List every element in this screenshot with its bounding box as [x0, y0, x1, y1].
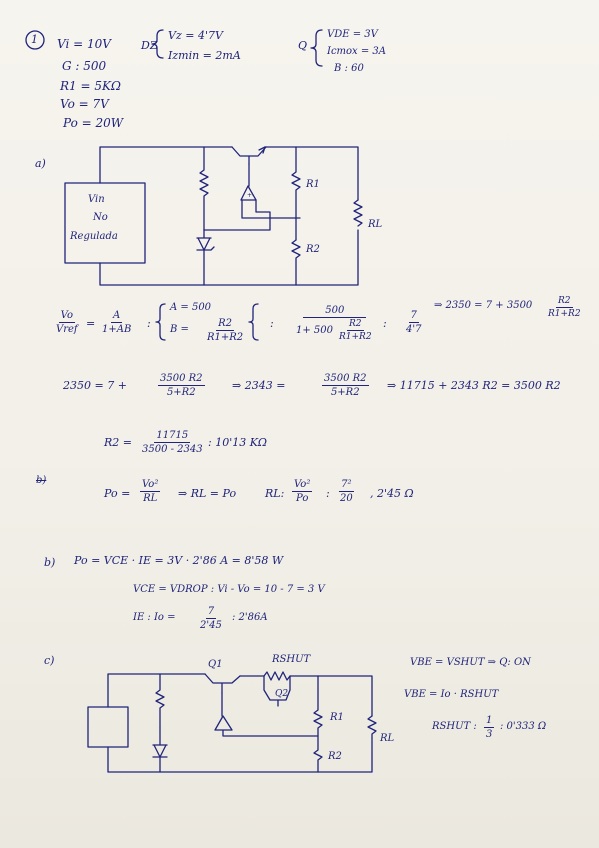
given-vi: Vi = 10V [57, 37, 111, 51]
q-icmax: Icmox = 3A [327, 46, 387, 57]
po-fraction: Vo² RL [140, 479, 161, 504]
eq3-prefix: R2 = [104, 436, 132, 449]
ie-fraction: 7 2'45 [200, 606, 222, 631]
problem-number-circle [25, 30, 45, 50]
given-vo: Vo = 7V [60, 97, 109, 111]
vce-line: VCE = VDROP : Vi - Vo = 10 - 7 = 3 V [133, 584, 325, 595]
circuit2-feedback-resistors [313, 675, 323, 773]
q-vde: VDE = 3V [327, 29, 378, 40]
eq2-fraction-1: 3500 R2 5+R2 [158, 373, 205, 398]
circuit1-r1-label: R1 [306, 179, 320, 190]
circuit2-rl-label: RL [380, 733, 395, 744]
eq3-fraction: 11715 3500 - 2343 [142, 430, 203, 455]
q-label: Q [298, 39, 308, 52]
part-a-label: a) [35, 157, 46, 170]
q-brace [310, 29, 323, 67]
rshut-fraction: 1 3 [484, 715, 495, 740]
unregulated-source-box [64, 182, 146, 264]
circuit2-r2-label: R2 [328, 751, 342, 762]
circuit2-opamp [214, 692, 319, 737]
circuit2-rshut-label: RSHUT [272, 654, 311, 665]
circuit2-bottom-wire [107, 737, 373, 773]
eq1-ratio-fraction: 7 4'7 [406, 310, 422, 335]
rshut-prefix: RSHUT : [432, 721, 477, 732]
rl-fraction-1: Vo² Po [292, 479, 313, 504]
given-po: Po = 20W [63, 116, 124, 130]
eq2-middle: ⇒ 2343 = [232, 379, 286, 392]
po-prefix: Po = [104, 487, 131, 500]
given-g: G : 500 [62, 59, 107, 73]
part-b-label: b) [44, 556, 56, 569]
eq2-fraction-2: 3500 R2 5+R2 [322, 373, 369, 398]
circuit2-source-box [87, 706, 129, 748]
source-line-3: Regulada [70, 231, 118, 242]
vbe-io-line: VBE = Io · RSHUT [404, 689, 499, 700]
circuit1-opamp [240, 185, 257, 201]
dz-label: DZ [141, 39, 158, 52]
problem-number: 1 [31, 33, 38, 46]
eq1-gain-fraction: A 1+AB [102, 310, 132, 335]
circuit2-q1-label: Q1 [208, 659, 223, 670]
eq3-result: : 10'13 KΩ [208, 436, 268, 449]
eq1-result: ⇒ 2350 = 7 + 3500 [434, 300, 533, 311]
circuit2-rl [367, 715, 377, 739]
eq1-a-value: A = 500 [170, 302, 212, 313]
rshut-result: : 0'333 Ω [500, 721, 547, 732]
circuit1-transistor [231, 146, 267, 165]
circuit1-transistor-arrow [258, 146, 266, 154]
vbe-shut-line: VBE = VSHUT ⇒ Q: ON [410, 657, 531, 668]
circuit2-r1-label: R1 [330, 712, 344, 723]
circuit1-r2-label: R2 [306, 244, 320, 255]
circuit1-zener-diode [196, 229, 215, 286]
q-beta: B : 60 [334, 63, 364, 74]
eq1-lhs: Vo Vref [56, 310, 78, 335]
circuit1-r1 [291, 146, 301, 241]
dz-brace [151, 29, 164, 59]
circuit1-r2 [291, 239, 301, 286]
ie-prefix: IE : Io = [133, 612, 176, 623]
opamp-polarity: +- [247, 192, 254, 199]
circuit1-bottom-wire [99, 229, 359, 286]
rl-fraction-2: 7² 20 [339, 479, 354, 504]
source-line-2: No [93, 212, 108, 223]
circuit2-q2 [263, 675, 291, 707]
circuit2-top-wire-left [107, 673, 206, 708]
circuit1-rl [353, 199, 363, 227]
circuit2-bias-resistor [155, 673, 165, 729]
circuit1-top-wire-left [99, 146, 233, 184]
circuit2-zener-diode [152, 727, 168, 773]
eq1-result-fraction: R2 R1+R2 [548, 296, 581, 319]
circuit1-rl-label: RL [368, 219, 383, 230]
circuit1-opamp-wires [203, 163, 301, 231]
power-line: Po = VCE · IE = 3V · 2'86 A = 8'58 W [74, 554, 284, 567]
circuit1-bias-resistor [199, 146, 209, 231]
dz-izmin: Izmin = 2mA [168, 49, 241, 62]
circuit2-q1 [204, 673, 241, 694]
circuit2-rshut [239, 671, 373, 717]
eq2-result: ⇒ 11715 + 2343 R2 = 3500 R2 [387, 379, 561, 392]
circuit2-q2-label: Q2 [275, 689, 289, 699]
ie-result: : 2'86A [232, 612, 268, 623]
part-b-label-crossed: b) [36, 475, 47, 486]
rl-derivation: ⇒ RL = Po [178, 487, 237, 500]
part-c-label: c) [44, 654, 55, 667]
eq1-beta-fraction: R2 R1+R2 [207, 318, 244, 343]
source-line-1: Vin [88, 194, 105, 205]
given-r1: R1 = 5KΩ [60, 79, 121, 93]
rl-result: , 2'45 Ω [370, 487, 414, 500]
eq1-numeric-fraction: 500 1+ 500 R2 R1+R2 [296, 305, 372, 342]
dz-vz: Vz = 4'7V [168, 29, 223, 42]
eq2-prefix: 2350 = 7 + [63, 379, 127, 392]
